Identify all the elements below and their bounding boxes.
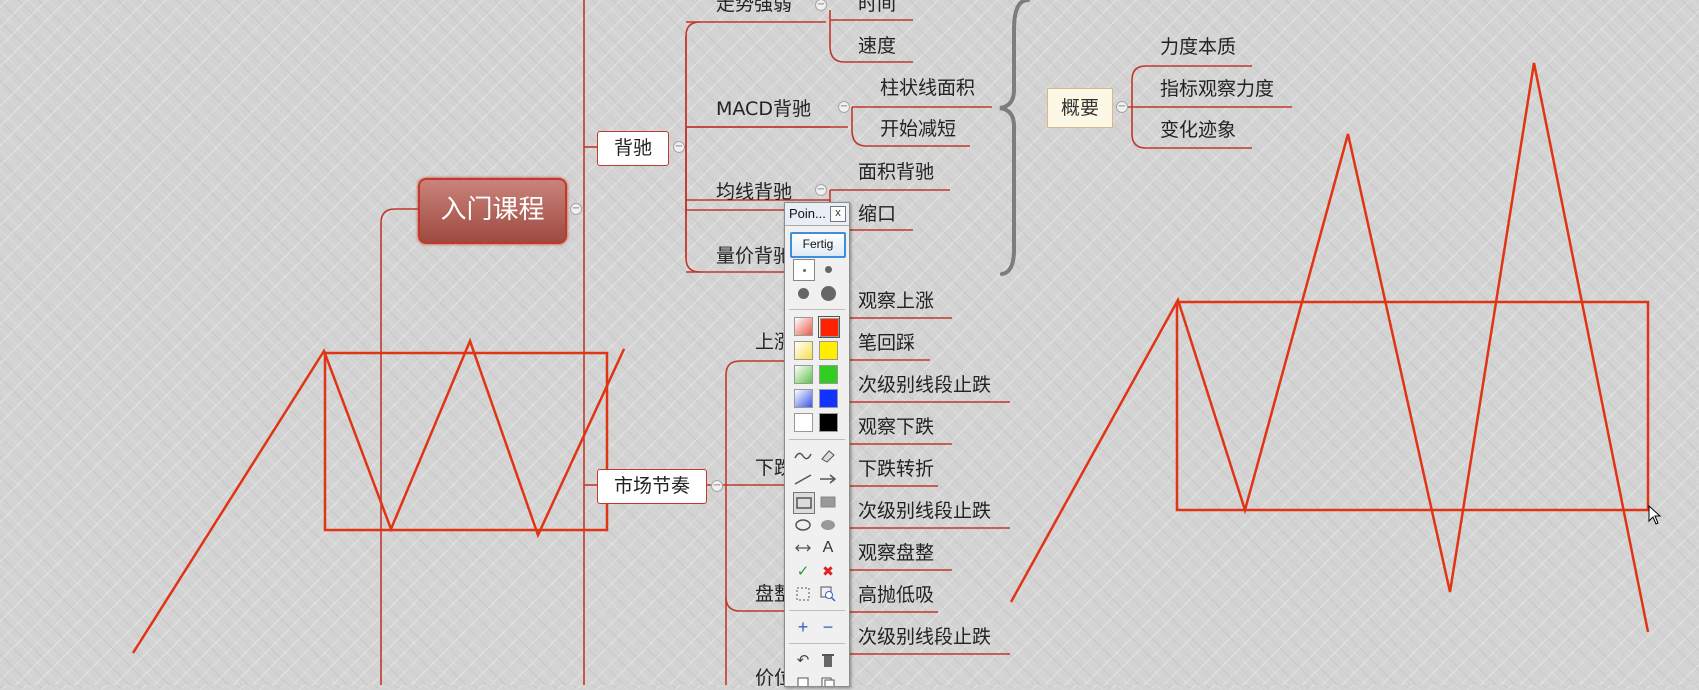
node-observe-fall[interactable]: 观察下跌: [858, 416, 935, 438]
divergence-collapse-toggle[interactable]: −: [673, 141, 685, 153]
node-price-level[interactable]: 价位: [755, 667, 794, 689]
node-sub-level-stop-fall-2[interactable]: 次级别线段止跌: [858, 500, 992, 522]
node-up[interactable]: 上涨: [755, 331, 794, 353]
pen-size-tiny[interactable]: [793, 259, 815, 281]
node-area-divergence[interactable]: 面积背驰: [858, 161, 935, 183]
copy-icon[interactable]: [818, 674, 838, 686]
double-arrow-icon[interactable]: [793, 538, 813, 558]
new-page-icon[interactable]: [793, 674, 813, 686]
node-time[interactable]: 时间: [858, 0, 897, 15]
color-swatch-yellow[interactable]: [818, 340, 838, 360]
trash-icon[interactable]: [818, 650, 838, 670]
color-swatch-light-green[interactable]: [793, 364, 813, 384]
color-swatch-light-red[interactable]: [793, 316, 813, 336]
node-sub-level-stop-fall-1[interactable]: 次级别线段止跌: [858, 374, 992, 396]
minus-icon[interactable]: −: [822, 616, 834, 637]
ellipse-icon[interactable]: [793, 515, 813, 535]
ma-collapse-toggle[interactable]: −: [815, 184, 827, 196]
branch-lines: [380, 0, 1292, 685]
summary-item-indicator-strength[interactable]: 指标观察力度: [1160, 78, 1275, 100]
color-swatch-light-blue[interactable]: [793, 388, 813, 408]
palette-title-bar[interactable]: Poin... x: [785, 203, 849, 226]
zoom-icon[interactable]: [818, 584, 838, 604]
node-sub-level-stop-fall-3[interactable]: 次级别线段止跌: [858, 626, 992, 648]
color-swatch-black[interactable]: [818, 412, 838, 432]
done-button[interactable]: Fertig: [790, 232, 846, 258]
node-range[interactable]: 盘整: [755, 583, 794, 605]
eraser-icon[interactable]: [818, 446, 838, 466]
node-down[interactable]: 下跌: [755, 457, 794, 479]
color-swatch-red[interactable]: [818, 316, 840, 338]
close-icon[interactable]: x: [830, 206, 846, 222]
node-market-rhythm[interactable]: 市场节奏: [597, 469, 707, 504]
summary-item-change-signs[interactable]: 变化迹象: [1160, 119, 1237, 141]
summary-collapse-toggle[interactable]: −: [1116, 101, 1128, 113]
pen-size-large[interactable]: [818, 283, 838, 303]
macd-collapse-toggle[interactable]: −: [838, 101, 850, 113]
pen-icon[interactable]: [793, 446, 813, 466]
trend-strength-collapse-toggle[interactable]: −: [815, 0, 827, 11]
root-collapse-toggle[interactable]: −: [570, 203, 582, 215]
left-rectangle: [323, 351, 609, 532]
color-swatch-green[interactable]: [818, 364, 838, 384]
undo-icon[interactable]: ↶: [796, 652, 810, 669]
filled-ellipse-icon[interactable]: [818, 515, 838, 535]
market-rhythm-collapse-toggle[interactable]: −: [711, 480, 723, 492]
node-volume-divergence[interactable]: 量价背驰: [716, 245, 793, 267]
node-observe-rise[interactable]: 观察上涨: [858, 290, 935, 312]
node-observe-range[interactable]: 观察盘整: [858, 542, 935, 564]
left-zigzag: [131, 337, 626, 654]
node-stroke-pullback[interactable]: 笔回踩: [858, 332, 916, 354]
mouse-cursor-icon: [1648, 505, 1662, 525]
node-speed[interactable]: 速度: [858, 35, 897, 57]
node-narrowing[interactable]: 缩口: [858, 203, 897, 225]
node-divergence[interactable]: 背驰: [597, 131, 669, 166]
summary-node[interactable]: 概要: [1047, 88, 1113, 128]
palette-title: Poin...: [789, 206, 826, 221]
color-swatch-blue[interactable]: [818, 388, 838, 408]
summary-brace: [999, 0, 1030, 276]
select-region-icon[interactable]: [793, 584, 813, 604]
node-fall-reversal[interactable]: 下跌转折: [858, 458, 935, 480]
check-icon[interactable]: ✓: [796, 563, 810, 580]
pointer-palette: Poin... x Fertig A ✓ ✖ + − ↶: [784, 202, 850, 687]
pen-size-medium[interactable]: [793, 283, 813, 303]
color-swatch-white[interactable]: [793, 412, 813, 432]
line-icon[interactable]: [793, 469, 813, 489]
right-rectangle: [1175, 300, 1650, 512]
arrow-icon[interactable]: [818, 469, 838, 489]
text-icon[interactable]: A: [822, 539, 834, 556]
root-node[interactable]: 入门课程: [418, 178, 567, 244]
annotation-drawings: [131, 62, 1650, 654]
color-swatch-light-yellow[interactable]: [793, 340, 813, 360]
pen-size-small[interactable]: [818, 259, 838, 279]
right-zigzag: [1009, 62, 1650, 633]
node-trend-strength[interactable]: 走势强弱: [716, 0, 793, 15]
cross-icon[interactable]: ✖: [822, 562, 834, 579]
filled-rectangle-icon[interactable]: [818, 492, 838, 512]
summary-item-strength-essence[interactable]: 力度本质: [1160, 36, 1237, 58]
plus-icon[interactable]: +: [797, 616, 809, 637]
node-histogram-area[interactable]: 柱状线面积: [880, 77, 976, 99]
node-start-shortening[interactable]: 开始减短: [880, 118, 957, 140]
rectangle-icon[interactable]: [793, 492, 815, 514]
node-ma-divergence[interactable]: 均线背驰: [716, 181, 793, 203]
node-sell-high-buy-low[interactable]: 高抛低吸: [858, 584, 935, 606]
node-macd[interactable]: MACD背驰: [716, 98, 811, 120]
